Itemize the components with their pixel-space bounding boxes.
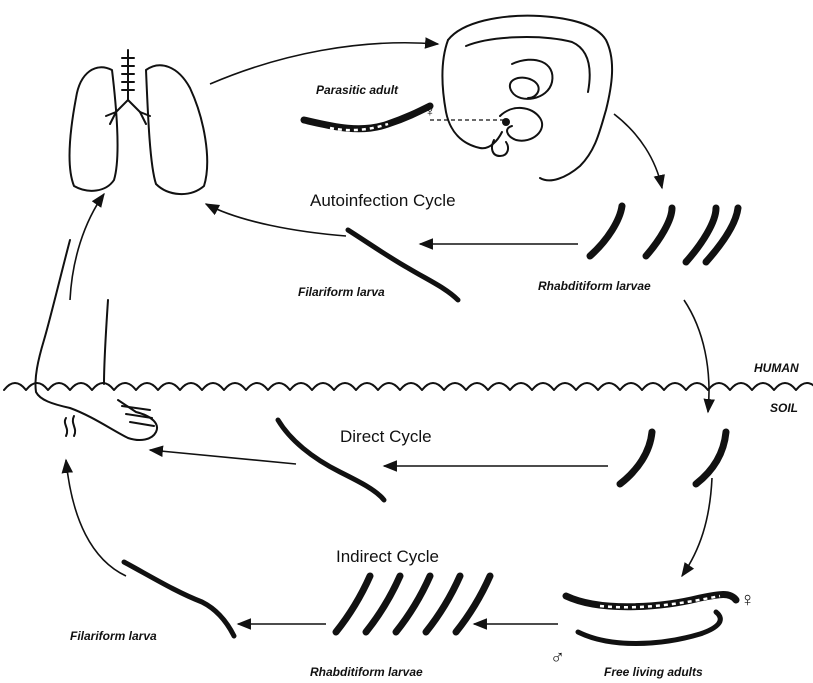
lungs-icon (70, 50, 208, 194)
label-filariform-larva-top: Filariform larva (298, 285, 385, 299)
label-rhabditiform-larvae-top: Rhabditiform larvae (538, 279, 651, 293)
arrow-filariform-to-foot-indirect (66, 460, 126, 576)
arrow-rhabditiform-to-soil (684, 300, 709, 412)
foot-icon (35, 240, 157, 440)
arrow-intestine-to-rhabditiform (614, 114, 662, 188)
label-filariform-larva-bottom: Filariform larva (70, 629, 157, 643)
label-rhabditiform-larvae-bottom: Rhabditiform larvae (310, 665, 423, 679)
arrow-foot-to-lungs (70, 194, 104, 300)
label-free-living-adults: Free living adults (604, 665, 703, 679)
label-direct-cycle: Direct Cycle (340, 427, 432, 446)
ground-line (4, 383, 813, 390)
male-symbol-free: ♂ (550, 647, 565, 669)
cycle-arrows (66, 43, 712, 624)
arrow-soil-to-free-living (682, 478, 712, 576)
label-autoinfection-cycle: Autoinfection Cycle (310, 191, 456, 210)
label-soil: SOIL (770, 401, 798, 415)
intestine-icon (443, 16, 613, 181)
arrow-lungs-to-intestine (210, 43, 438, 84)
label-indirect-cycle: Indirect Cycle (336, 547, 439, 566)
label-parasitic-adult: Parasitic adult (316, 83, 399, 97)
label-human: HUMAN (754, 361, 799, 375)
female-symbol-parasitic: ♀ (424, 103, 436, 120)
female-symbol-free: ♀ (740, 589, 755, 611)
arrow-direct-filariform-to-foot (150, 450, 296, 464)
